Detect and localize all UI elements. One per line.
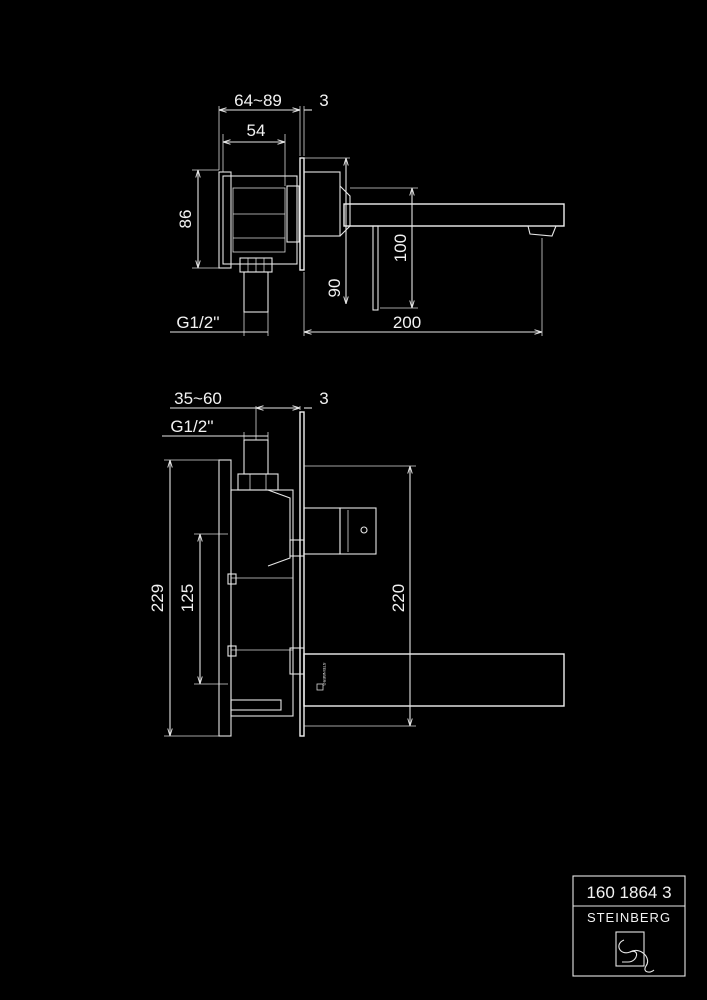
mounting-flange — [218, 171, 232, 269]
logo-mark — [316, 683, 324, 691]
dim-spout-height-label: 100 — [391, 234, 410, 262]
box-foot — [230, 699, 282, 711]
wall-plate — [299, 157, 305, 271]
mounting-box — [222, 175, 298, 265]
title-block: 160 1864 3 STEINBERG — [572, 875, 686, 977]
brand-logo-icon — [615, 931, 655, 973]
spout — [343, 203, 565, 227]
dim-plate-label: 3 — [319, 91, 328, 110]
front-view: STEINBERG 35~60 3 G1/2'' 229 125 220 — [148, 389, 565, 737]
box-tab — [227, 573, 237, 585]
box-collar — [286, 185, 300, 243]
front-dim-total-height-label: 220 — [389, 584, 408, 612]
connection-label: G1/2'' — [176, 313, 219, 332]
front-handle — [303, 507, 341, 555]
article-number: 160 1864 3 — [586, 883, 671, 902]
handle-body — [303, 171, 341, 237]
spout-aerator — [527, 225, 557, 237]
dim-height-label: 86 — [176, 210, 195, 229]
dim-projection-label: 200 — [393, 313, 421, 332]
front-spout — [303, 653, 565, 707]
dim-inner-label: 54 — [247, 121, 266, 140]
box-tab — [227, 645, 237, 657]
front-mounting-box — [230, 489, 294, 717]
pipe-stub — [243, 271, 269, 313]
dim-depth-label: 64~89 — [234, 91, 282, 110]
front-connection-label: G1/2'' — [170, 417, 213, 436]
mounting-box-inner — [232, 187, 286, 253]
front-mounting-flange — [218, 459, 232, 737]
cartridge-housing — [267, 489, 291, 567]
handle-collar — [289, 539, 305, 557]
lever — [372, 225, 379, 311]
front-dim-depth-label: 35~60 — [174, 389, 222, 408]
front-dim-box-height-label: 229 — [148, 584, 167, 612]
title-block-frame — [572, 875, 686, 977]
handle-cap — [339, 185, 351, 237]
indicator-dot — [360, 526, 368, 534]
front-dim-plate-label: 3 — [319, 389, 328, 408]
front-pipe-nut — [237, 473, 279, 491]
front-dim-pitch-label: 125 — [178, 584, 197, 612]
front-wall-plate — [299, 411, 305, 737]
brand-name: STEINBERG — [587, 910, 671, 925]
front-handle-cap — [339, 507, 377, 555]
dim-handle-offset-label: 90 — [325, 279, 344, 298]
front-pipe-stub — [243, 439, 269, 475]
plate-logo: STEINBERG — [322, 662, 327, 685]
spout-collar — [289, 647, 305, 675]
side-view: 64~89 3 54 86 100 90 200 G1/2'' — [170, 91, 565, 336]
